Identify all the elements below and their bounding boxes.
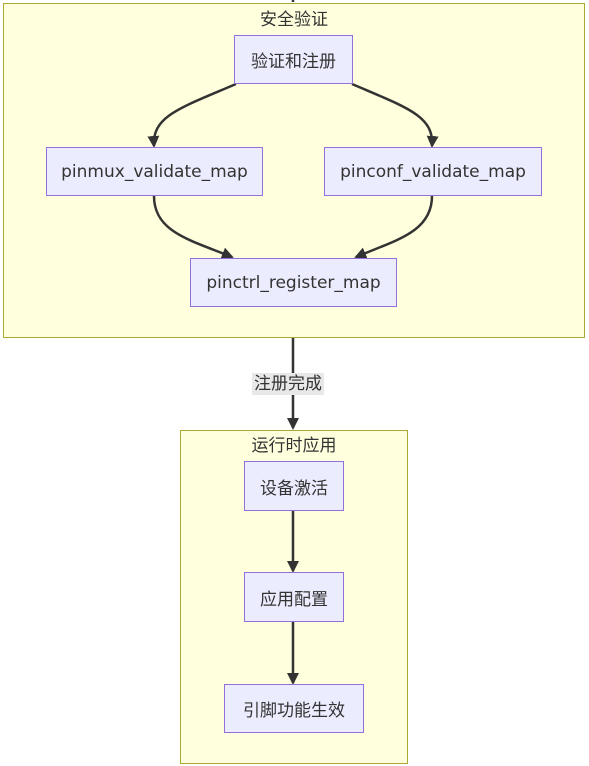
node-device-activate[interactable]: 设备激活 xyxy=(244,461,344,511)
node-pin-function-effective[interactable]: 引脚功能生效 xyxy=(224,684,364,733)
node-pinconf-validate-map[interactable]: pinconf_validate_map xyxy=(324,147,542,196)
cluster-title-security: 安全验证 xyxy=(260,10,328,30)
node-pinmux-validate-map[interactable]: pinmux_validate_map xyxy=(46,147,263,196)
edge-label-registration-complete: 注册完成 xyxy=(252,373,324,395)
node-pinctrl-register-map[interactable]: pinctrl_register_map xyxy=(190,258,397,307)
node-apply-config[interactable]: 应用配置 xyxy=(244,572,344,622)
cluster-title-runtime: 运行时应用 xyxy=(251,436,337,456)
node-verify-register[interactable]: 验证和注册 xyxy=(234,35,353,84)
